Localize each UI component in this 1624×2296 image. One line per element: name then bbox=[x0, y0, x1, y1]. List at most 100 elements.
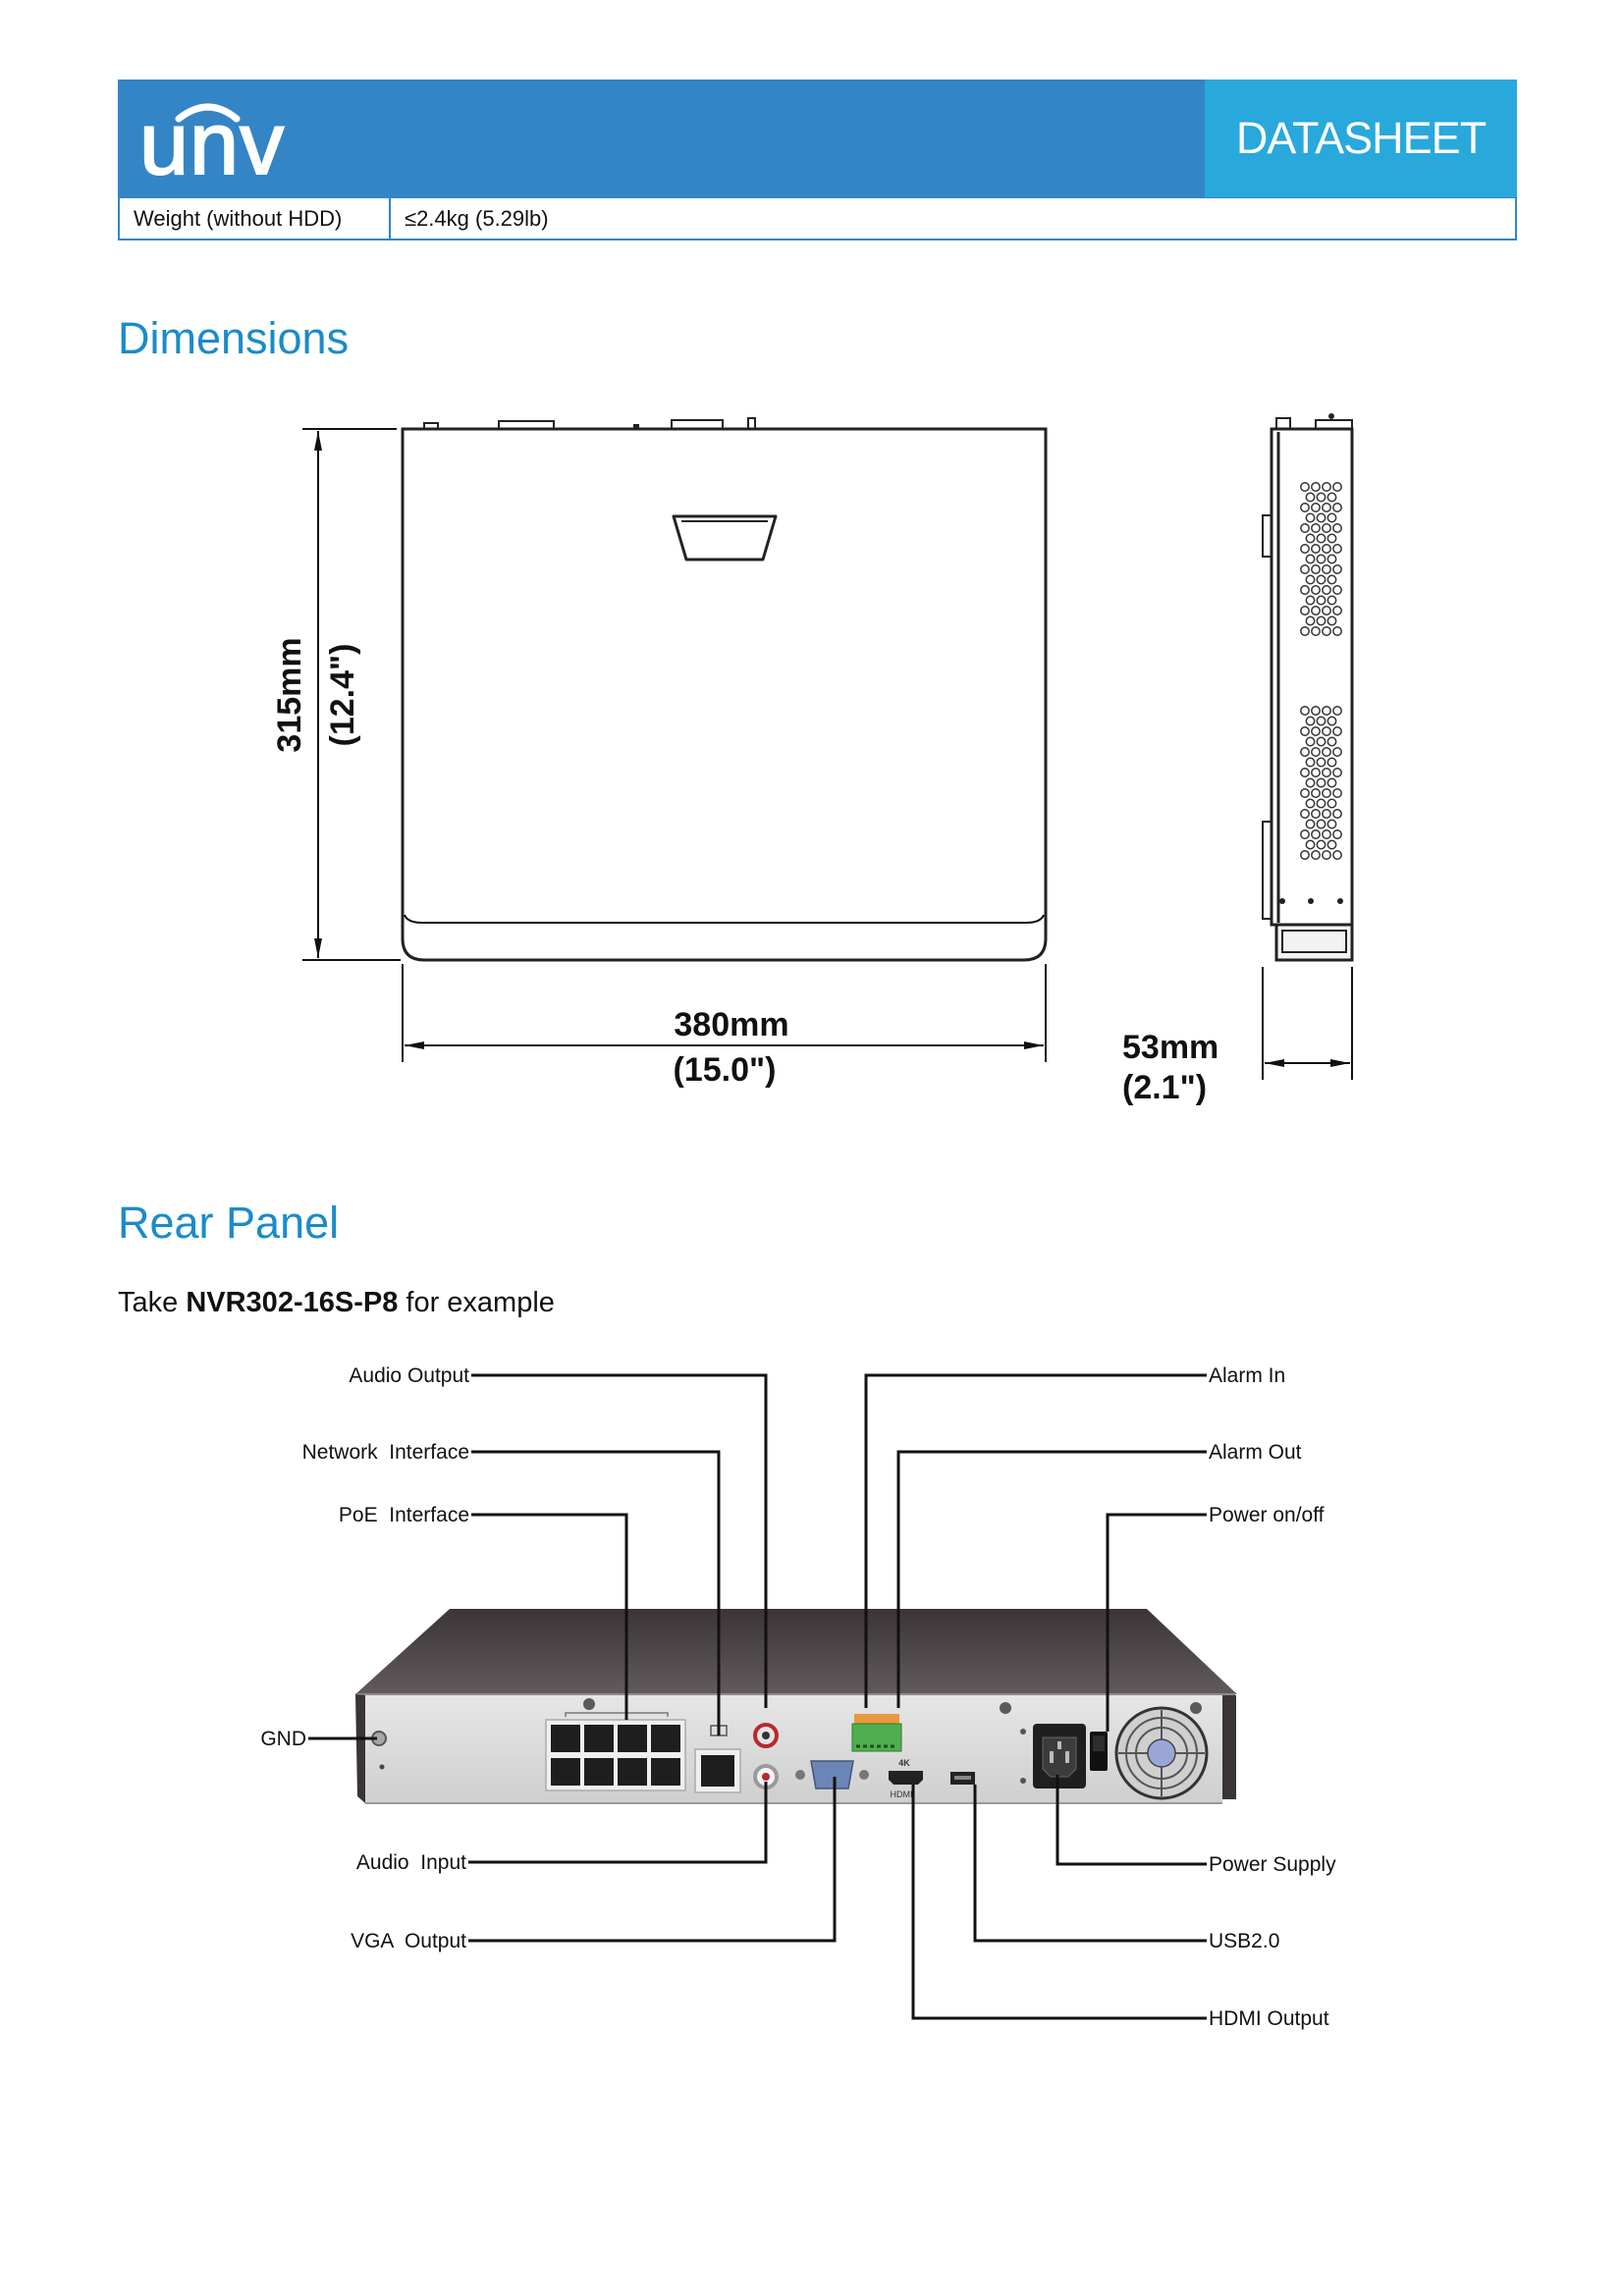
top-view-outline bbox=[401, 427, 1048, 962]
side-hole bbox=[1308, 898, 1314, 904]
vent-hole bbox=[1300, 747, 1310, 757]
top-view-drawing: 315mm (12.4") 380mm (15.0") bbox=[271, 417, 1048, 1089]
spec-label: Weight (without HDD) bbox=[120, 198, 391, 239]
vent-hole bbox=[1326, 757, 1337, 768]
callout-line-usb bbox=[973, 1785, 1207, 1943]
network-port bbox=[694, 1725, 741, 1793]
vent-hole bbox=[1322, 523, 1331, 533]
vga-port bbox=[810, 1760, 854, 1789]
rear-panel-heading: Rear Panel bbox=[118, 1198, 340, 1248]
vga-screw bbox=[795, 1770, 805, 1780]
vent-hole bbox=[1332, 829, 1342, 839]
vent-hole bbox=[1326, 736, 1337, 747]
spec-table-row: Weight (without HDD) ≤2.4kg (5.29lb) bbox=[118, 197, 1517, 240]
top-cover-notch bbox=[672, 514, 778, 561]
vent-hole bbox=[1311, 809, 1321, 819]
device-right-edge bbox=[1222, 1695, 1236, 1799]
nvr-device-illustration: 4K HDMI bbox=[355, 1609, 1237, 1804]
poe-port bbox=[618, 1725, 647, 1752]
vent-hole bbox=[1326, 819, 1337, 829]
vent-hole bbox=[1326, 839, 1337, 850]
vent-hole bbox=[1332, 788, 1342, 798]
side-hole bbox=[1337, 898, 1343, 904]
vent-hole bbox=[1332, 626, 1342, 636]
vent-hole bbox=[1332, 726, 1342, 736]
vent-hole bbox=[1300, 706, 1310, 716]
vent-array-upper bbox=[1300, 482, 1342, 636]
vent-hole bbox=[1322, 768, 1331, 777]
vent-hole bbox=[1322, 503, 1331, 512]
vent-hole bbox=[1322, 809, 1331, 819]
label-poe-interface: PoE Interface bbox=[339, 1504, 469, 1526]
vent-hole bbox=[1305, 716, 1316, 726]
callout-line-audio-output bbox=[471, 1373, 768, 1708]
label-audio-output: Audio Output bbox=[349, 1364, 469, 1387]
vent-hole bbox=[1311, 850, 1321, 860]
vent-hole bbox=[1316, 839, 1326, 850]
poe-port bbox=[584, 1758, 614, 1786]
vent-array-lower bbox=[1300, 706, 1342, 860]
vent-hole bbox=[1305, 492, 1316, 503]
model-number: NVR302-16S-P8 bbox=[186, 1287, 399, 1318]
vent-hole bbox=[1332, 544, 1342, 554]
vent-hole bbox=[1322, 626, 1331, 636]
vent-hole bbox=[1300, 585, 1310, 595]
vent-hole bbox=[1332, 606, 1342, 615]
side-top-screw bbox=[1328, 413, 1334, 419]
poe-port bbox=[551, 1725, 580, 1752]
intro-prefix: Take bbox=[118, 1287, 187, 1318]
vent-hole bbox=[1300, 606, 1310, 615]
vent-hole bbox=[1316, 777, 1326, 788]
vent-hole bbox=[1300, 564, 1310, 574]
vent-hole bbox=[1316, 819, 1326, 829]
vent-hole bbox=[1322, 564, 1331, 574]
vent-hole bbox=[1326, 777, 1337, 788]
vent-hole bbox=[1332, 585, 1342, 595]
vent-hole bbox=[1300, 626, 1310, 636]
vent-hole bbox=[1300, 788, 1310, 798]
vent-hole bbox=[1300, 809, 1310, 819]
vent-hole bbox=[1311, 726, 1321, 736]
hdmi-port bbox=[889, 1771, 923, 1785]
callout-line-vga-output bbox=[468, 1777, 837, 1943]
logo-arc bbox=[175, 103, 241, 123]
vent-hole bbox=[1332, 482, 1342, 492]
callout-line-alarm-out bbox=[896, 1450, 1207, 1708]
poe-port-block bbox=[545, 1712, 686, 1791]
usb-port-tongue bbox=[954, 1776, 971, 1780]
vent-hole bbox=[1305, 777, 1316, 788]
vent-hole bbox=[1305, 798, 1316, 809]
vent-hole bbox=[1311, 482, 1321, 492]
vent-hole bbox=[1316, 798, 1326, 809]
height-in-label: (12.4") bbox=[324, 644, 361, 747]
vent-hole bbox=[1322, 606, 1331, 615]
vent-hole bbox=[1305, 574, 1316, 585]
vent-hole bbox=[1305, 736, 1316, 747]
vent-hole bbox=[1311, 829, 1321, 839]
device-left-edge bbox=[355, 1694, 365, 1803]
vent-hole bbox=[1316, 595, 1326, 606]
power-socket-pin bbox=[1065, 1751, 1069, 1763]
vent-hole bbox=[1300, 503, 1310, 512]
vent-hole bbox=[1332, 768, 1342, 777]
vent-hole bbox=[1332, 850, 1342, 860]
depth-mm-label: 53mm bbox=[1122, 1029, 1218, 1066]
vent-hole bbox=[1300, 850, 1310, 860]
vent-hole bbox=[1322, 706, 1331, 716]
panel-dot bbox=[379, 1764, 385, 1770]
alarm-terminal-screws bbox=[854, 1714, 899, 1724]
vent-hole bbox=[1332, 523, 1342, 533]
label-alarm-out: Alarm Out bbox=[1209, 1441, 1302, 1464]
callout-line-poe-interface bbox=[471, 1513, 628, 1720]
vent-hole bbox=[1326, 512, 1337, 523]
label-power-supply: Power Supply bbox=[1209, 1853, 1336, 1876]
vent-hole bbox=[1311, 747, 1321, 757]
network-port-jack bbox=[701, 1755, 734, 1787]
vent-hole bbox=[1311, 585, 1321, 595]
panel-screw bbox=[1190, 1702, 1202, 1714]
vent-hole bbox=[1322, 788, 1331, 798]
vent-hole bbox=[1316, 574, 1326, 585]
callout-line-alarm-in bbox=[864, 1373, 1207, 1708]
vent-hole bbox=[1326, 533, 1337, 544]
